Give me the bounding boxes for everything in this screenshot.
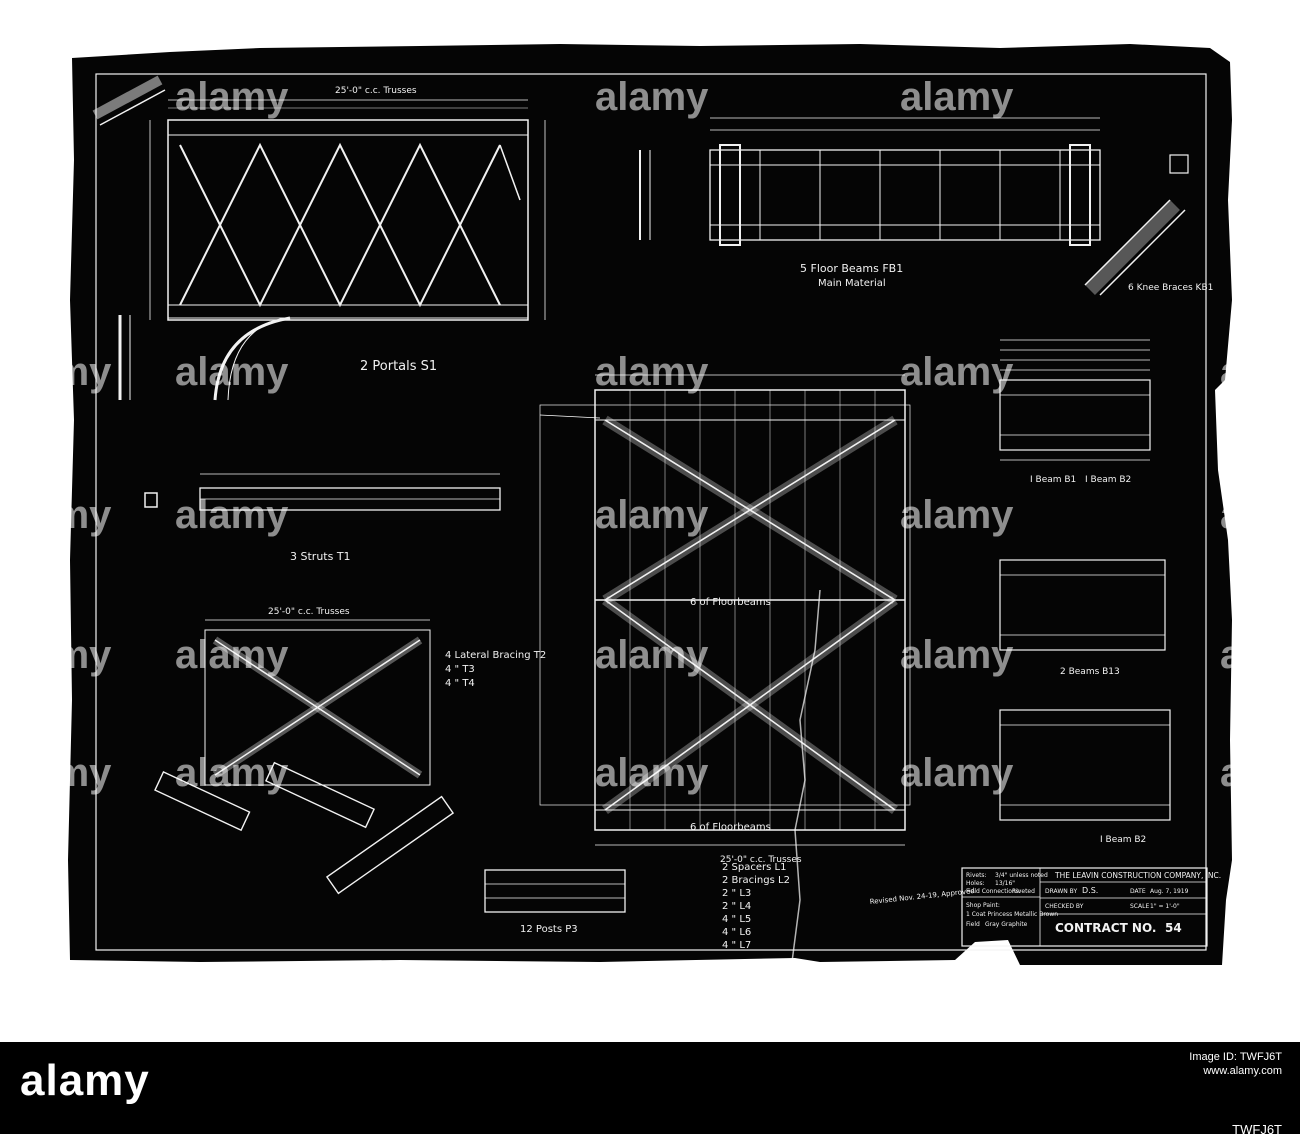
floor-beam-drawing: [639, 117, 1101, 246]
title-block: [961, 867, 1208, 947]
watermark-layer: alamy alamy alamy alamy alamy alamy alam…: [0, 75, 1300, 1009]
watermark: alamy: [175, 75, 289, 119]
watermark: alamy: [900, 633, 1014, 677]
date-label: DATE: [1130, 888, 1146, 895]
spacer-line: 2 Bracings L2: [722, 875, 790, 886]
scale-value: 1" = 1'-0": [1150, 903, 1180, 910]
title-company: THE LEAVIN CONSTRUCTION COMPANY, INC.: [1054, 871, 1221, 880]
portals-title: 2 Portals S1: [360, 359, 437, 374]
scale-label: SCALE: [1130, 903, 1149, 910]
watermark: alamy: [1220, 751, 1300, 795]
rivets-label: Rivets:: [966, 872, 987, 879]
watermark: alamy: [595, 965, 709, 1009]
truss-span-center: 25'-0" c.c. Trusses: [720, 855, 802, 865]
alamy-logo: alamy: [20, 1056, 150, 1105]
lateral-bracing-drawing: [154, 619, 455, 895]
beams-b13: 2 Beams B13: [1060, 667, 1120, 677]
checked-label: CHECKED BY: [1045, 903, 1084, 910]
rivets-value: 3/4" unless noted: [995, 872, 1048, 879]
watermark: alamy: [900, 75, 1014, 119]
watermark: alamy: [0, 350, 112, 394]
watermark: alamy: [1220, 493, 1300, 537]
knee-braces-title: 6 Knee Braces KB1: [1128, 283, 1213, 293]
stock-footer-bar: alamy Image ID: TWFJ6T www.alamy.com TWF…: [0, 1042, 1300, 1137]
drawn-by-label: DRAWN BY: [1045, 888, 1077, 895]
holes-value: 13/16": [995, 880, 1015, 887]
knee-brace-drawing: [1084, 154, 1189, 296]
floorbeam-note-bottom: 6 of Floorbeams: [690, 822, 771, 833]
shop-paint: 1 Coat Princess Metallic Brown: [966, 911, 1058, 918]
watermark: alamy: [175, 633, 289, 677]
watermark: alamy: [900, 751, 1014, 795]
spacer-line: 4 " L7: [722, 940, 751, 951]
date-value: Aug. 7, 1919: [1150, 888, 1189, 895]
field-label: Field Connections:: [966, 888, 1021, 895]
field-paint: Gray Graphite: [985, 921, 1028, 928]
truss-span-lateral: 25'-0" c.c. Trusses: [268, 607, 350, 617]
watermark: alamy: [175, 751, 289, 795]
lateral-title-2: 4 " T3: [445, 664, 475, 675]
contract-no: 54: [1165, 921, 1182, 935]
watermark: alamy: [0, 633, 112, 677]
footer-meta-line-1: Image ID: TWFJ6T: [1189, 1051, 1282, 1063]
spacer-list: 2 Spacers L1 2 Bracings L2 2 " L3 2 " L4…: [722, 862, 790, 951]
truss-span-top: 25'-0" c.c. Trusses: [335, 86, 417, 96]
center-bracing-plan: [539, 374, 911, 963]
spacer-line: 2 " L3: [722, 888, 751, 899]
shop-paint-label: Shop Paint:: [966, 902, 1000, 909]
beam-b-title2: I Beam B2: [1085, 475, 1131, 485]
spacer-line: 4 " L5: [722, 914, 751, 925]
strut-drawing: [144, 473, 501, 511]
floorbeams-sub: Main Material: [818, 278, 886, 289]
spacer-line: 2 " L4: [722, 901, 751, 912]
watermark: alamy: [175, 350, 289, 394]
watermark: alamy: [1220, 350, 1300, 394]
watermark: alamy: [595, 493, 709, 537]
watermark: alamy: [175, 493, 289, 537]
watermark: alamy: [900, 350, 1014, 394]
i-beam-b2: I Beam B2: [1100, 835, 1146, 845]
watermark: alamy: [0, 751, 112, 795]
struts-title: 3 Struts T1: [290, 550, 351, 563]
contract-label: CONTRACT NO.: [1055, 921, 1156, 935]
drawing-border: [95, 73, 1207, 951]
watermark: alamy: [900, 493, 1014, 537]
post-drawing: [484, 869, 626, 913]
field-paint-label: Field: [966, 921, 980, 928]
spacer-line: 4 " L6: [722, 927, 751, 938]
field-value: Riveted: [1012, 888, 1035, 895]
spacer-line: 2 Spacers L1: [722, 862, 786, 873]
lateral-title-1: 4 Lateral Bracing T2: [445, 650, 546, 661]
watermark: alamy: [1220, 633, 1300, 677]
drawn-by: D.S.: [1082, 886, 1098, 895]
posts-title: 12 Posts P3: [520, 924, 578, 935]
footer-meta-line-2: www.alamy.com: [1203, 1065, 1282, 1077]
lateral-title-3: 4 " T4: [445, 678, 475, 689]
beam-b-title: I Beam B1: [1030, 475, 1076, 485]
image-id: TWFJ6T: [1232, 1122, 1282, 1137]
floorbeams-title: 5 Floor Beams FB1: [800, 262, 903, 275]
watermark: alamy: [595, 751, 709, 795]
watermark: alamy: [595, 75, 709, 119]
watermark: alamy: [595, 350, 709, 394]
beam-details: [999, 339, 1171, 821]
footer-meta: Image ID: TWFJ6T www.alamy.com: [1189, 1050, 1282, 1078]
portal-drawing: 25'-0" c.c. Trusses: [92, 75, 546, 401]
floorbeam-note-top: 6 of Floorbeams: [690, 597, 771, 608]
watermark: alamy: [0, 493, 112, 537]
watermark: alamy: [595, 633, 709, 677]
holes-label: Holes:: [966, 880, 985, 887]
